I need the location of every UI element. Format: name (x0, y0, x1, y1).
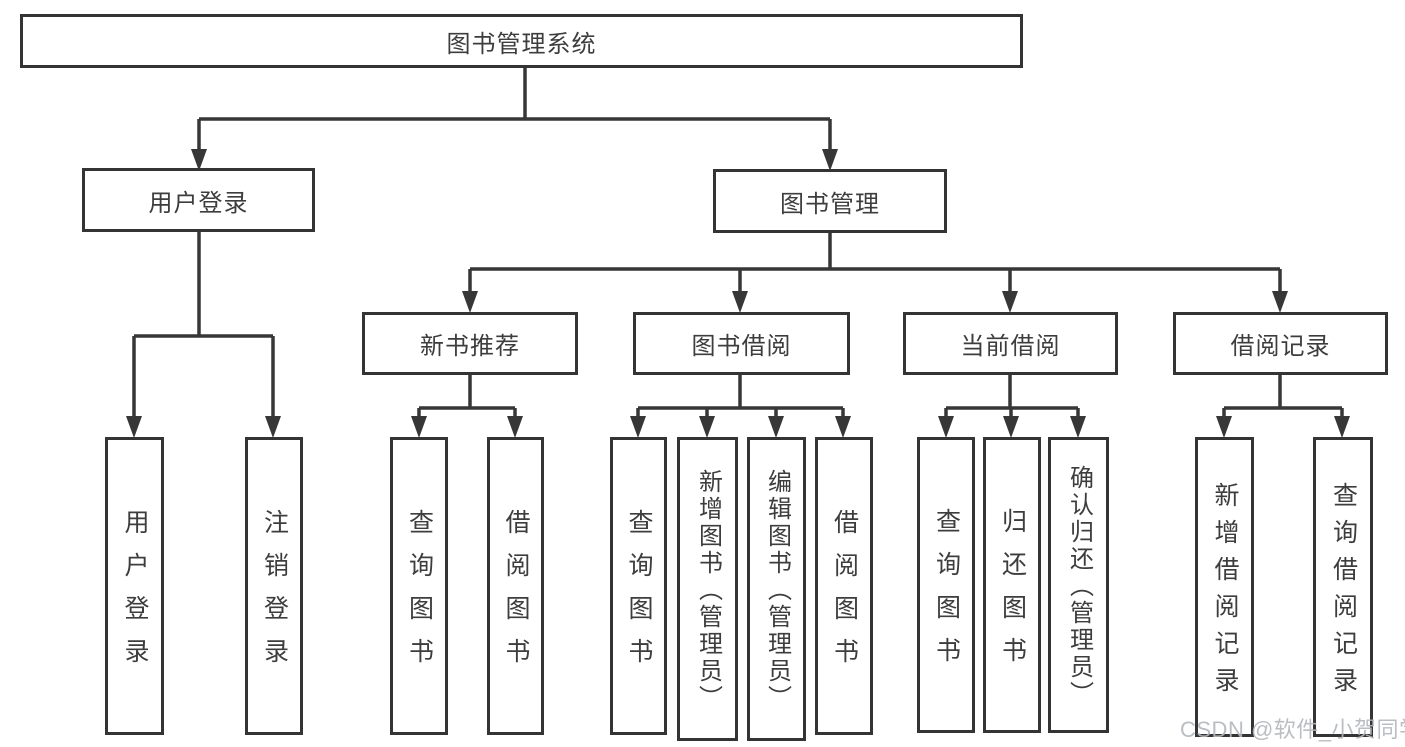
connector-userlogin-to-leaves (126, 232, 281, 438)
node-book-management: 图书管理 (713, 169, 947, 233)
node-leaf-edit-books-admin: 编辑图书（管理员） (747, 437, 806, 741)
node-borrowing-records: 借阅记录 (1173, 312, 1388, 375)
node-leaf-borrow-books-recommend: 借阅图书 (487, 437, 544, 735)
node-label: 图书管理 (780, 190, 880, 218)
node-root-library-system: 图书管理系统 (20, 14, 1023, 68)
connector-newbook-to-leaves (411, 375, 523, 438)
node-user-login: 用户登录 (82, 168, 315, 232)
node-leaf-logout: 注销登录 (245, 437, 303, 735)
connector-root-to-level1 (191, 68, 838, 171)
node-label: 借阅图书 (830, 509, 859, 681)
node-label: 编辑图书（管理员） (763, 469, 791, 712)
connector-records-to-leaves (1216, 375, 1350, 438)
node-label: 新增图书（管理员） (694, 469, 722, 712)
node-label: 借阅记录 (1230, 333, 1331, 360)
node-leaf-add-borrow-record: 新增借阅记录 (1195, 437, 1254, 737)
connector-bookborrow-to-leaves (630, 375, 851, 438)
node-label: 确认归还（管理员） (1065, 465, 1093, 708)
node-leaf-query-books-recommend: 查询图书 (390, 437, 448, 735)
node-label: 查询图书 (932, 508, 961, 680)
node-leaf-borrow-books: 借阅图书 (815, 437, 873, 735)
node-label: 注销登录 (260, 509, 289, 681)
node-leaf-confirm-return-admin: 确认归还（管理员） (1048, 437, 1109, 733)
node-label: 当前借阅 (960, 333, 1061, 360)
node-label: 查询图书 (405, 509, 434, 681)
node-leaf-query-borrow-record: 查询借阅记录 (1313, 437, 1373, 737)
node-label: 查询借阅记录 (1329, 482, 1358, 704)
node-label: 用户登录 (121, 509, 149, 681)
node-leaf-query-books-borrow: 查询图书 (610, 437, 667, 735)
node-label: 图书管理系统 (446, 30, 597, 58)
node-leaf-add-books-admin: 新增图书（管理员） (677, 437, 738, 741)
connector-currentborrow-to-leaves (938, 375, 1086, 438)
node-label: 新增借阅记录 (1211, 482, 1239, 704)
node-label: 借阅图书 (502, 509, 530, 681)
node-leaf-return-books: 归还图书 (983, 437, 1041, 733)
node-label: 图书借阅 (691, 333, 792, 360)
node-current-borrowing: 当前借阅 (903, 312, 1118, 375)
node-label: 归还图书 (998, 508, 1027, 680)
node-book-borrowing: 图书借阅 (633, 312, 850, 375)
node-label: 新书推荐 (420, 333, 520, 360)
node-leaf-user-login: 用户登录 (105, 437, 164, 735)
node-new-book-recommend: 新书推荐 (362, 312, 578, 375)
node-leaf-query-books-current: 查询图书 (917, 437, 975, 733)
node-label: 用户登录 (148, 189, 249, 217)
csdn-watermark: CSDN @软件_小贺同学 (1180, 717, 1405, 742)
connector-bookmgmt-to-level2 (462, 233, 1288, 313)
node-label: 查询图书 (625, 509, 653, 681)
